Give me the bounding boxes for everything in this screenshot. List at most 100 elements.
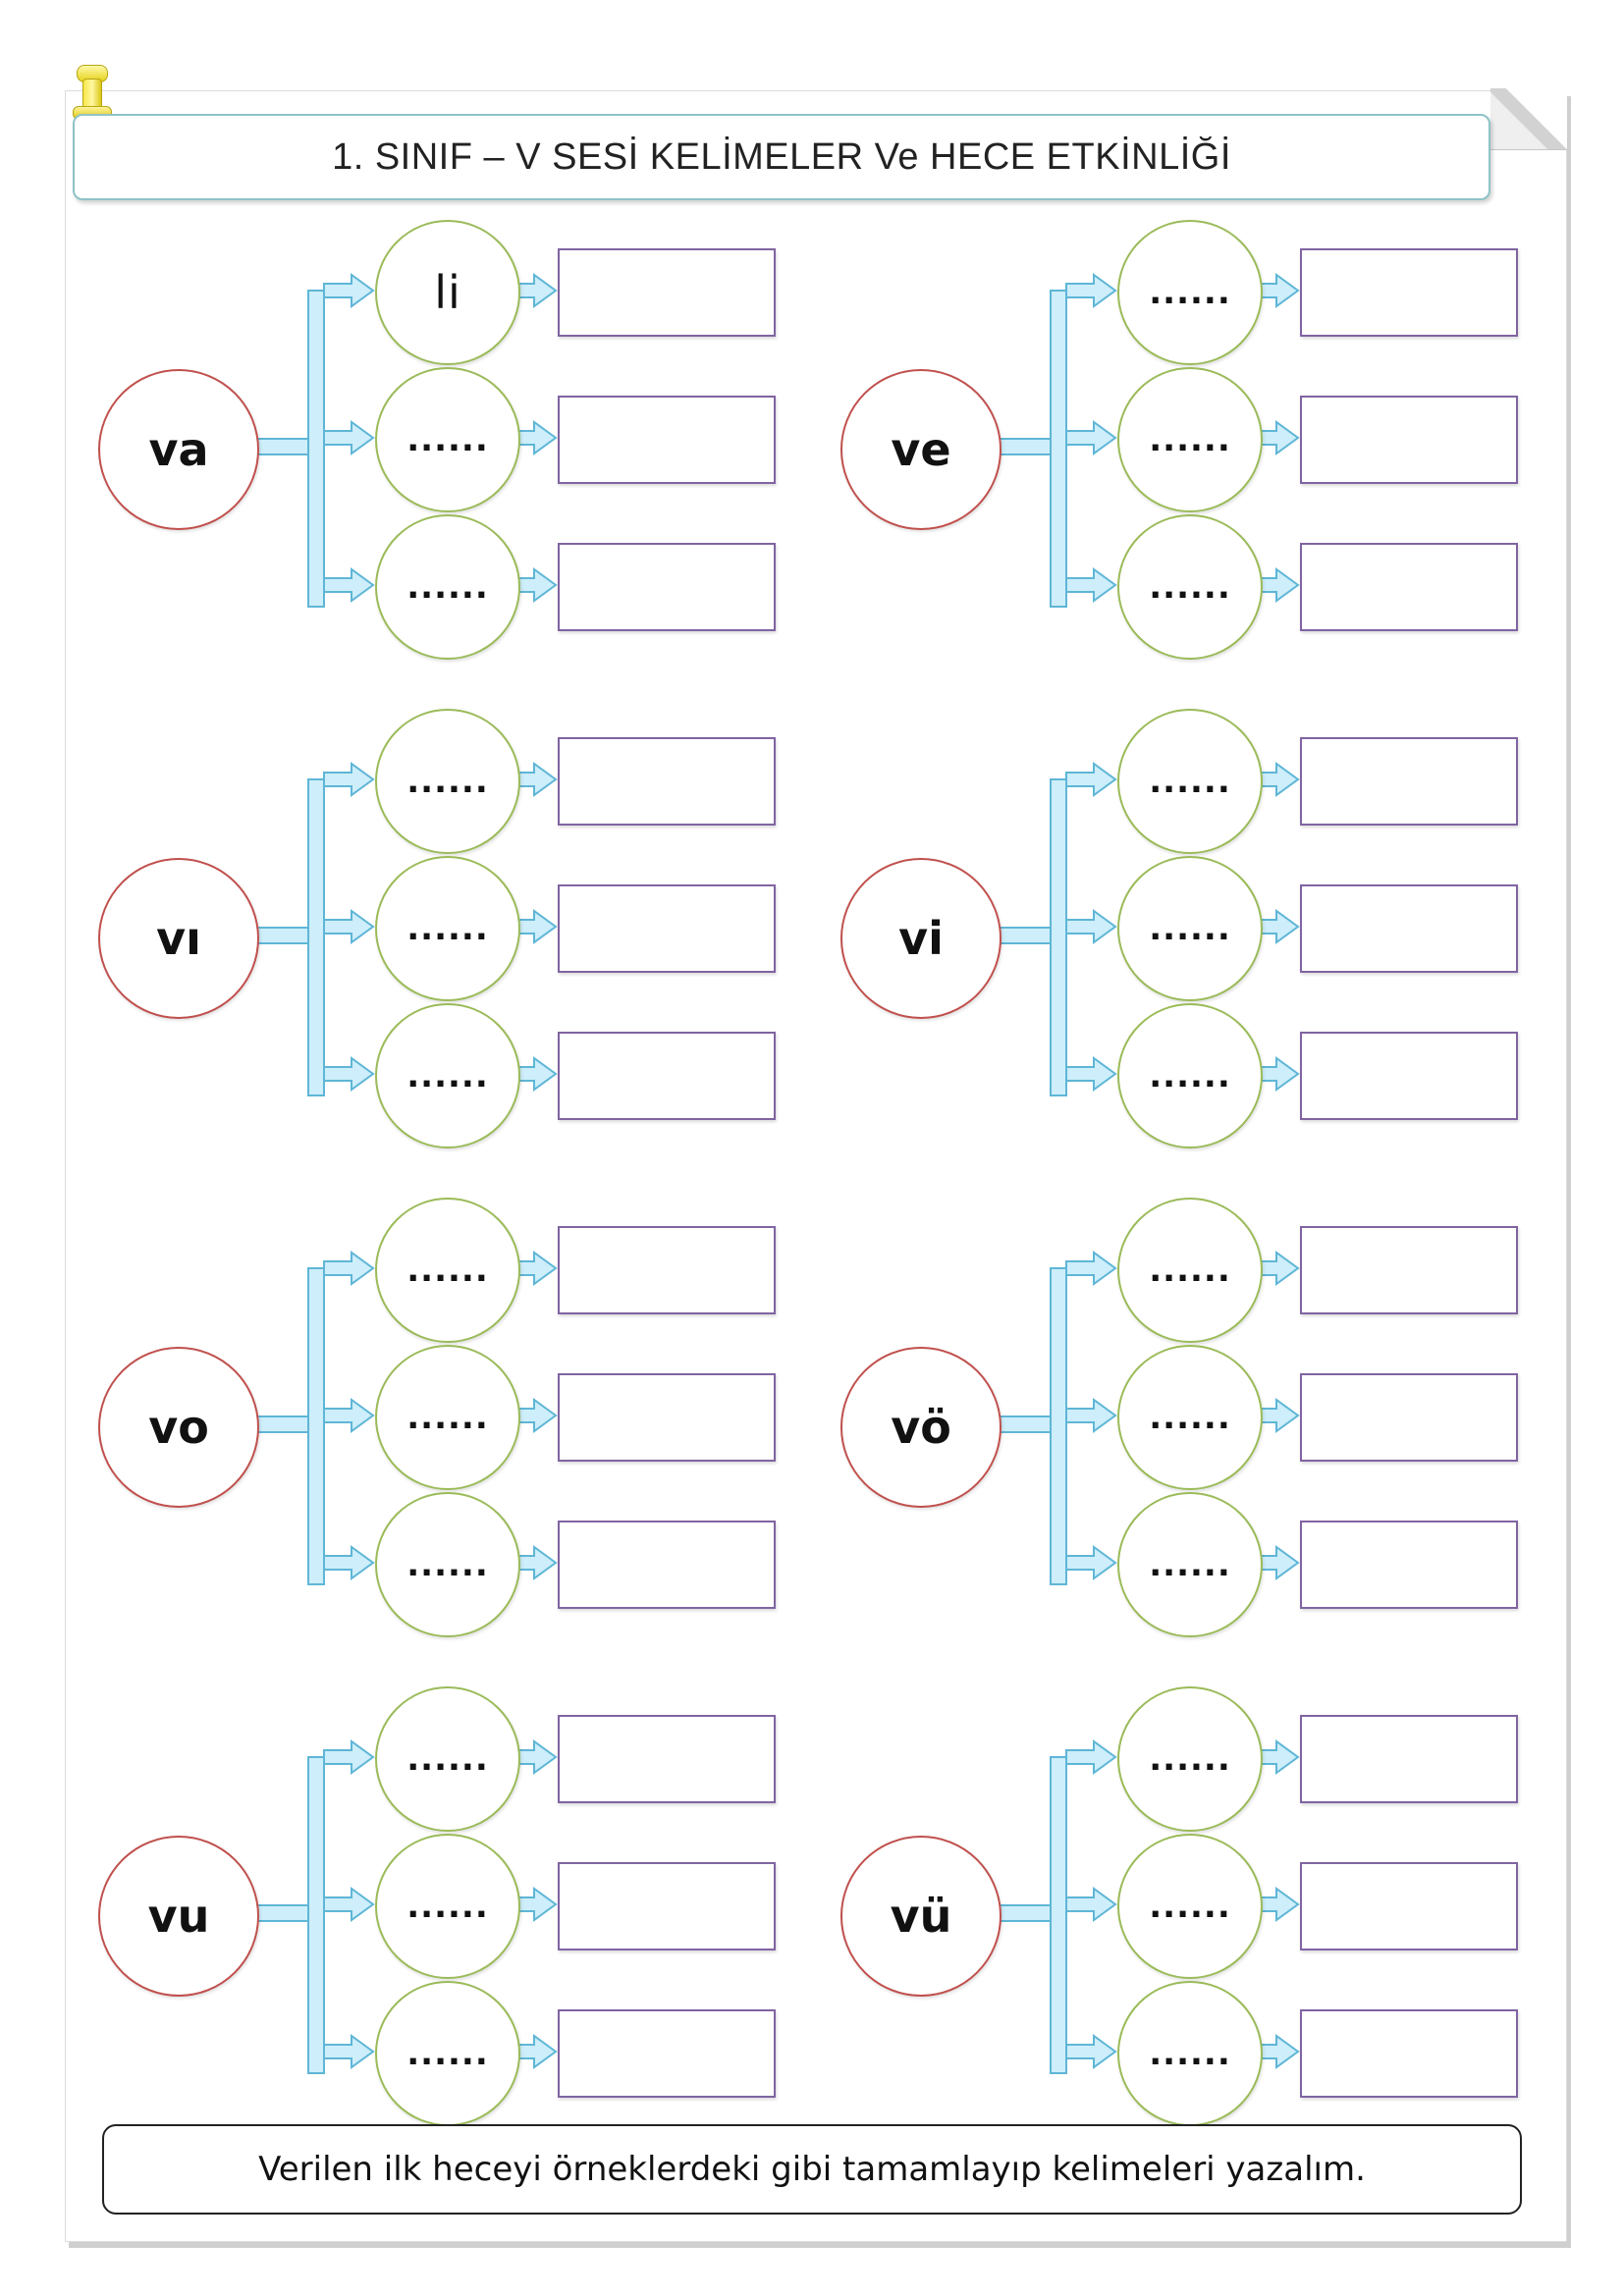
answer-box[interactable] <box>1300 248 1518 337</box>
syllable-slot-circle[interactable]: ...... <box>375 1345 520 1490</box>
arrow-to-answer <box>1260 273 1300 308</box>
syllable-slot-circle[interactable]: ...... <box>375 367 520 512</box>
connector-stem <box>999 438 1052 455</box>
arrow-to-answer <box>517 420 558 455</box>
connector-arrows <box>256 273 558 608</box>
syllable-slot-circle[interactable]: ...... <box>1117 1686 1263 1832</box>
answer-box[interactable] <box>558 1715 776 1803</box>
syllable-slot-text: ...... <box>1149 1887 1231 1926</box>
arrow-to-answer <box>1260 2034 1300 2069</box>
connector-bar <box>1050 1267 1067 1585</box>
arrow-to-syllable <box>1065 1398 1117 1433</box>
connector-arrows <box>999 1251 1300 1585</box>
answer-box[interactable] <box>1300 1226 1518 1314</box>
connector-stem <box>999 1415 1052 1433</box>
answer-box[interactable] <box>558 2009 776 2098</box>
answer-box[interactable] <box>1300 1373 1518 1462</box>
connector-stem <box>999 1904 1052 1922</box>
answer-box[interactable] <box>1300 1715 1518 1803</box>
syllable-slot-text: ...... <box>1149 1056 1231 1095</box>
answer-box[interactable] <box>558 1373 776 1462</box>
arrow-to-syllable <box>323 762 375 797</box>
syllable-slot-circle[interactable]: ...... <box>1117 1198 1263 1343</box>
arrow-to-answer <box>1260 1739 1300 1775</box>
syllable-slot-circle[interactable]: ...... <box>375 856 520 1001</box>
syllable-slot-circle[interactable]: ...... <box>1117 1834 1263 1979</box>
main-syllable-circle: vu <box>98 1836 259 1997</box>
answer-box[interactable] <box>558 543 776 631</box>
arrow-to-answer <box>1260 1545 1300 1580</box>
answer-box[interactable] <box>558 737 776 826</box>
syllable-slot-circle[interactable]: ...... <box>375 1981 520 2126</box>
syllable-slot-circle[interactable]: ...... <box>1117 1345 1263 1490</box>
arrow-to-answer <box>517 909 558 944</box>
syllable-slot-circle[interactable]: ...... <box>375 1686 520 1832</box>
answer-box[interactable] <box>1300 737 1518 826</box>
answer-box[interactable] <box>1300 1862 1518 1950</box>
answer-box[interactable] <box>1300 2009 1518 2098</box>
syllable-slot-text: ...... <box>406 2034 489 2073</box>
arrow-to-answer <box>517 273 558 308</box>
syllable-slot-circle[interactable]: ...... <box>375 709 520 854</box>
syllable-slot-circle[interactable]: ...... <box>1117 856 1263 1001</box>
answer-box[interactable] <box>1300 396 1518 484</box>
answer-box[interactable] <box>1300 543 1518 631</box>
instruction-box: Verilen ilk heceyi örneklerdeki gibi tam… <box>102 2124 1522 2215</box>
answer-box[interactable] <box>1300 884 1518 973</box>
arrow-to-syllable <box>323 273 375 308</box>
arrow-to-syllable <box>323 2034 375 2069</box>
syllable-group: vö.................. <box>840 1184 1567 1637</box>
arrow-to-answer <box>1260 1887 1300 1922</box>
syllable-slot-circle[interactable]: ...... <box>1117 367 1263 512</box>
syllable-slot-circle[interactable]: ...... <box>1117 1492 1263 1637</box>
arrow-to-answer <box>517 1056 558 1092</box>
syllable-slot-circle[interactable]: li <box>375 220 520 365</box>
main-syllable-label: ve <box>891 423 951 476</box>
answer-box[interactable] <box>558 1226 776 1314</box>
syllable-slot-circle[interactable]: ...... <box>375 1492 520 1637</box>
syllable-slot-circle[interactable]: ...... <box>375 514 520 660</box>
syllable-slot-circle[interactable]: ...... <box>375 1834 520 1979</box>
answer-box[interactable] <box>1300 1032 1518 1120</box>
syllable-slot-circle[interactable]: ...... <box>1117 1003 1263 1148</box>
arrow-to-answer <box>517 567 558 603</box>
answer-box[interactable] <box>558 248 776 337</box>
syllable-slot-circle[interactable]: ...... <box>1117 709 1263 854</box>
arrow-to-answer <box>1260 762 1300 797</box>
syllable-slot-circle[interactable]: ...... <box>375 1003 520 1148</box>
answer-box[interactable] <box>1300 1521 1518 1609</box>
arrow-to-syllable <box>1065 909 1117 944</box>
syllable-slot-text: ...... <box>1149 2034 1231 2073</box>
connector-bar <box>307 778 325 1096</box>
answer-box[interactable] <box>558 884 776 973</box>
connector-stem <box>256 1415 309 1433</box>
connector-bar <box>307 1267 325 1585</box>
arrow-to-answer <box>517 2034 558 2069</box>
arrow-to-answer <box>517 1739 558 1775</box>
arrow-to-syllable <box>1065 1056 1117 1092</box>
main-syllable-circle: vo <box>98 1347 259 1508</box>
arrow-to-syllable <box>323 1056 375 1092</box>
arrow-to-syllable <box>1065 1545 1117 1580</box>
syllable-slot-circle[interactable]: ...... <box>375 1198 520 1343</box>
syllable-slot-circle[interactable]: ...... <box>1117 1981 1263 2126</box>
answer-box[interactable] <box>558 1032 776 1120</box>
arrow-to-syllable <box>323 1398 375 1433</box>
syllable-slot-text: ...... <box>1149 1398 1231 1437</box>
connector-arrows <box>256 1251 558 1585</box>
main-syllable-circle: vı <box>98 858 259 1019</box>
syllable-slot-circle[interactable]: ...... <box>1117 514 1263 660</box>
answer-box[interactable] <box>558 396 776 484</box>
answer-box[interactable] <box>558 1521 776 1609</box>
connector-bar <box>307 1756 325 2074</box>
arrow-to-answer <box>1260 567 1300 603</box>
syllable-slot-text: ...... <box>406 567 489 607</box>
connector-arrows <box>999 1739 1300 2074</box>
connector-arrows <box>999 762 1300 1096</box>
connector-bar <box>1050 290 1067 608</box>
syllable-slot-circle[interactable]: ...... <box>1117 220 1263 365</box>
answer-box[interactable] <box>558 1862 776 1950</box>
arrow-to-syllable <box>323 420 375 455</box>
arrow-to-answer <box>517 762 558 797</box>
syllable-slot-text: ...... <box>406 1887 489 1926</box>
